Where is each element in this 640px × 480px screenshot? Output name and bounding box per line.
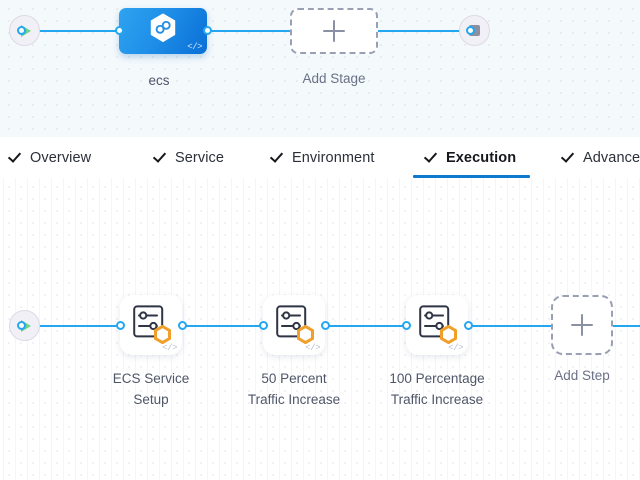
step-1-in-port[interactable]	[116, 321, 125, 330]
play-icon	[21, 25, 31, 37]
step-settings-icon	[131, 304, 169, 347]
step-1-out-port[interactable]	[178, 321, 187, 330]
stage-ecs-in-port[interactable]	[115, 26, 124, 35]
step-node-label: ECS Service Setup	[91, 368, 211, 410]
step-3-out-port[interactable]	[464, 321, 473, 330]
stage-node-label: ecs	[148, 73, 170, 88]
step-settings-icon	[274, 304, 312, 347]
step-node-label: 50 Percent Traffic Increase	[234, 368, 354, 410]
step-node-label: 100 Percentage Traffic Increase	[377, 368, 497, 410]
stage-edge-ecs-to-add	[203, 30, 290, 32]
tab-service[interactable]: Service	[155, 137, 224, 178]
stage-stop-port[interactable]	[466, 26, 475, 35]
active-tab-underline	[413, 175, 530, 178]
orange-hexagon-badge	[439, 324, 458, 349]
tab-execution[interactable]: Execution	[426, 137, 516, 178]
add-step-label: Add Step	[554, 368, 610, 383]
check-icon	[10, 151, 23, 164]
code-marker-icon: </>	[187, 42, 202, 52]
play-icon	[21, 320, 31, 332]
step-edge-start-to-1	[30, 325, 155, 327]
step-label-line1: ECS Service	[112, 371, 190, 386]
plus-icon	[323, 20, 345, 42]
stage-node-ecs[interactable]: </>	[119, 8, 207, 54]
step-node-ecs-service-setup[interactable]: </>	[120, 295, 182, 355]
check-icon	[563, 151, 576, 164]
stage-ecs-out-port[interactable]	[203, 26, 212, 35]
step-node-50-percent-traffic-increase[interactable]: </>	[263, 295, 325, 355]
step-label-line2: Traffic Increase	[247, 392, 341, 407]
orange-hexagon-badge	[296, 324, 315, 349]
step-2-in-port[interactable]	[259, 321, 268, 330]
stage-config-tabs[interactable]: Overview Service Environment Execution A…	[0, 137, 640, 179]
step-label-line2: Traffic Increase	[390, 392, 484, 407]
step-label-line2: Setup	[133, 392, 169, 407]
pipeline-stage-canvas[interactable]: </> ecs Add Stage	[0, 0, 640, 137]
step-edge-2-to-3	[313, 325, 408, 327]
add-stage-button[interactable]	[290, 8, 378, 54]
check-icon	[426, 151, 439, 164]
step-start-port[interactable]	[17, 321, 26, 330]
stage-edge-start-to-ecs	[30, 30, 122, 32]
tab-overview[interactable]: Overview	[10, 137, 91, 178]
step-settings-icon	[417, 304, 455, 347]
tab-advanced[interactable]: Advanced	[563, 137, 640, 178]
execution-steps-canvas[interactable]: </> ECS Service Setup	[0, 178, 640, 480]
check-icon	[272, 151, 285, 164]
step-label-line1: 100 Percentage	[389, 371, 485, 386]
stage-start-node[interactable]	[9, 15, 40, 46]
infinity-hexagon-icon	[146, 11, 180, 50]
step-edge-add-to-next	[613, 325, 640, 327]
tab-environment[interactable]: Environment	[272, 137, 375, 178]
plus-icon	[571, 314, 593, 336]
step-edge-1-to-2	[182, 325, 270, 327]
add-step-button[interactable]	[551, 295, 613, 355]
step-3-in-port[interactable]	[402, 321, 411, 330]
orange-hexagon-badge	[153, 324, 172, 349]
step-node-100-percentage-traffic-increase[interactable]: </>	[406, 295, 468, 355]
step-2-out-port[interactable]	[321, 321, 330, 330]
step-edge-3-to-add	[460, 325, 552, 327]
check-icon	[155, 151, 168, 164]
stage-start-port[interactable]	[17, 26, 26, 35]
step-label-line1: 50 Percent	[261, 371, 327, 386]
code-marker-icon: </>	[305, 343, 320, 353]
stage-edge-add-to-stop	[378, 30, 470, 32]
add-stage-label: Add Stage	[302, 71, 366, 86]
code-marker-icon: </>	[448, 343, 463, 353]
code-marker-icon: </>	[162, 343, 177, 353]
